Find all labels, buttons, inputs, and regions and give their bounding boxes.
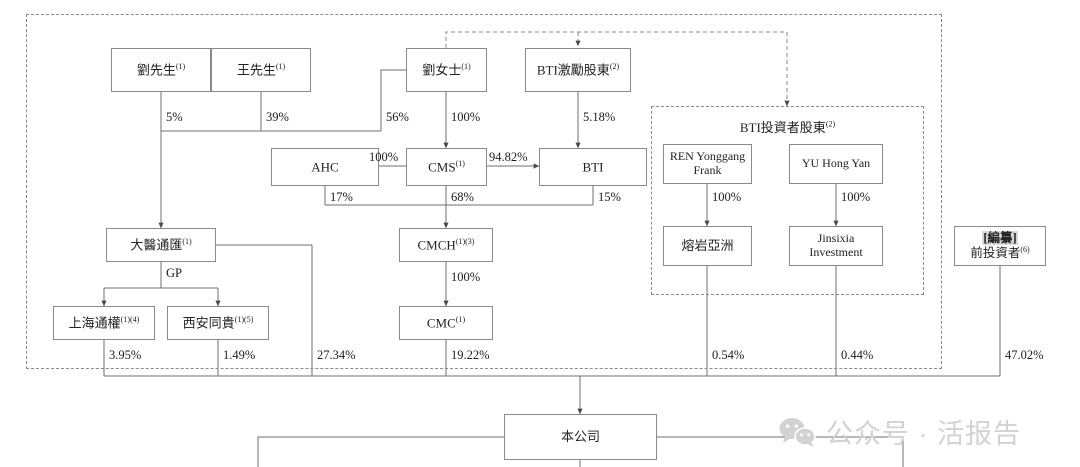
node-ren-line1: REN Yonggang	[669, 149, 746, 164]
pct-jinsixia-to-company: 0.44%	[841, 348, 874, 362]
node-jinsixia-line1: Jinsixia	[817, 231, 855, 246]
pct-bti-to-cmch: 15%	[598, 190, 621, 204]
node-jinsixia-investment[interactable]: Jinsixia Investment	[789, 226, 883, 266]
node-cmc-label: CMC	[426, 315, 456, 331]
pct-shanghai-to-company: 3.95%	[109, 348, 142, 362]
node-ahc[interactable]: AHC	[271, 148, 379, 186]
node-xian-tonggui[interactable]: 西安同貴(1)(5)	[167, 306, 269, 340]
node-dayi-label: 大醫通匯	[130, 237, 183, 253]
node-cmch-label: CMCH	[417, 237, 456, 253]
node-preinvestor-redacted-tag: [編纂]	[982, 231, 1018, 246]
node-liu-ms-label: 劉女士	[422, 62, 462, 78]
node-shanghai-label: 上海通權	[68, 315, 121, 331]
node-liu-mr-label: 劉先生	[136, 62, 176, 78]
pct-incentive-to-bti: 5.18%	[583, 110, 616, 124]
node-ren-line2: Frank	[693, 163, 722, 177]
node-rongyan-line1: 熔岩亞洲	[681, 237, 734, 253]
node-ren-yonggang-frank[interactable]: REN Yonggang Frank	[663, 144, 752, 184]
pct-preinvestor-to-company: 47.02%	[1005, 348, 1044, 362]
node-wang-mr-label: 王先生	[236, 62, 276, 78]
node-cmch[interactable]: CMCH(1)(3)	[399, 228, 493, 262]
node-shanghai-note: (1)(4)	[120, 314, 140, 324]
pct-liu-ms-to-cms: 100%	[451, 110, 481, 124]
node-bti-incentive-note: (2)	[609, 61, 620, 71]
node-liu-ms-note: (1)	[461, 61, 471, 71]
bti-investor-group-label: BTI投資者股東(2)	[651, 117, 924, 136]
wechat-watermark: 公众号 · 活报告	[778, 412, 1021, 451]
node-rongyan-asia[interactable]: 熔岩亞洲	[663, 226, 752, 266]
node-yu-line1: YU Hong Yan	[801, 156, 871, 171]
pct-cms-to-bti: 94.82%	[489, 150, 528, 164]
node-company-label: 本公司	[560, 428, 600, 444]
node-liu-mr-note: (1)	[175, 61, 186, 71]
node-xian-note: (1)(5)	[234, 314, 254, 324]
node-yu-hong-yan[interactable]: YU Hong Yan	[789, 144, 883, 184]
node-wang-mr[interactable]: 王先生(1)	[211, 48, 311, 92]
bti-investor-group-label-text: BTI投資者股東	[739, 120, 826, 135]
pct-yu-to-jinsixia: 100%	[841, 190, 871, 204]
node-shanghai-tongquan[interactable]: 上海通權(1)(4)	[53, 306, 155, 340]
wechat-icon	[779, 417, 816, 447]
label-gp: GP	[166, 266, 182, 280]
pct-cmch-to-cmc: 100%	[451, 270, 481, 284]
pct-cmc-to-company: 19.22%	[451, 348, 490, 362]
node-cmc-note: (1)	[455, 314, 466, 324]
node-wang-mr-note: (1)	[275, 61, 286, 71]
node-liu-ms[interactable]: 劉女士(1)	[406, 48, 487, 92]
pct-dayi-to-company: 27.34%	[317, 348, 356, 362]
pct-liu-ms-to-dayi: 56%	[386, 110, 409, 124]
node-xian-label: 西安同貴	[182, 315, 235, 331]
node-cmch-note: (1)(3)	[455, 236, 475, 246]
node-cmc[interactable]: CMC(1)	[399, 306, 493, 340]
watermark-text: 公众号 · 活报告	[826, 419, 1021, 449]
pct-ahc-to-cmch: 17%	[330, 190, 353, 204]
node-the-company[interactable]: 本公司	[504, 414, 657, 460]
node-preinvestor-line2: 前投資者	[970, 246, 1021, 261]
pct-ren-to-rongyan: 100%	[712, 190, 742, 204]
node-cms[interactable]: CMS(1)	[406, 148, 487, 186]
node-bti-incentive-shareholder[interactable]: BTI激勵股東(2)	[525, 48, 631, 92]
controlling-shareholder-group-box	[26, 14, 942, 369]
bti-investor-group-box	[651, 106, 924, 295]
pct-wang-mr-to-dayi: 39%	[266, 110, 289, 124]
node-pre-investor[interactable]: [編纂] 前投資者(6)	[954, 226, 1046, 266]
node-bti[interactable]: BTI	[539, 148, 647, 186]
pct-xian-to-company: 1.49%	[223, 348, 256, 362]
pct-liu-mr-to-dayi: 5%	[166, 110, 183, 124]
node-ahc-label: AHC	[311, 159, 339, 175]
node-bti-incentive-label: BTI激勵股東	[536, 62, 610, 78]
node-liu-mr[interactable]: 劉先生(1)	[111, 48, 211, 92]
node-dayi-tonghui[interactable]: 大醫通匯(1)	[106, 228, 216, 262]
node-dayi-note: (1)	[182, 236, 192, 246]
node-bti-label: BTI	[582, 159, 604, 175]
bti-investor-group-label-note: (2)	[825, 119, 836, 129]
node-jinsixia-line2: Investment	[809, 245, 863, 259]
node-cms-note: (1)	[455, 158, 465, 168]
pct-cms-to-ahc: 100%	[369, 150, 399, 164]
pct-rongyan-to-company: 0.54%	[712, 348, 745, 362]
node-preinvestor-note: (6)	[1020, 245, 1030, 255]
pct-cms-to-cmch: 68%	[451, 190, 474, 204]
node-cms-label: CMS	[428, 159, 456, 175]
